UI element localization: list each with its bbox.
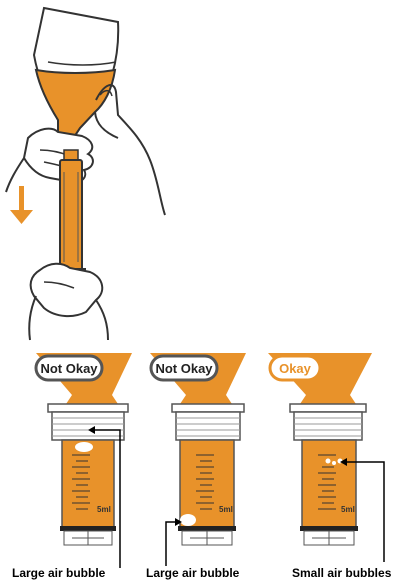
- down-arrow-icon: [10, 186, 33, 224]
- hand-pulling-plunger: [29, 264, 108, 340]
- panel-okay: 5ml Okay: [268, 353, 384, 562]
- caption-large-air-bubble-2: Large air bubble: [146, 566, 239, 580]
- panel-not-okay-1: 5ml Not Okay: [36, 353, 132, 568]
- pointer-line: [166, 522, 178, 566]
- caption-small-air-bubbles: Small air bubbles: [292, 566, 391, 580]
- caption-large-air-bubble-1: Large air bubble: [12, 566, 105, 580]
- badge-text: Not Okay: [155, 361, 213, 376]
- hand-holding-bottle: [95, 85, 165, 215]
- badge-text: Not Okay: [40, 361, 98, 376]
- syringe-5ml-mark: 5ml: [97, 505, 111, 514]
- panel-not-okay-2: 5ml Not Okay: [150, 353, 246, 566]
- inverted-bottle: [34, 8, 118, 140]
- syringe-5ml-mark: 5ml: [341, 505, 355, 514]
- syringe-5ml-mark: 5ml: [219, 505, 233, 514]
- top-illustration: [6, 8, 165, 340]
- badge-text: Okay: [279, 361, 312, 376]
